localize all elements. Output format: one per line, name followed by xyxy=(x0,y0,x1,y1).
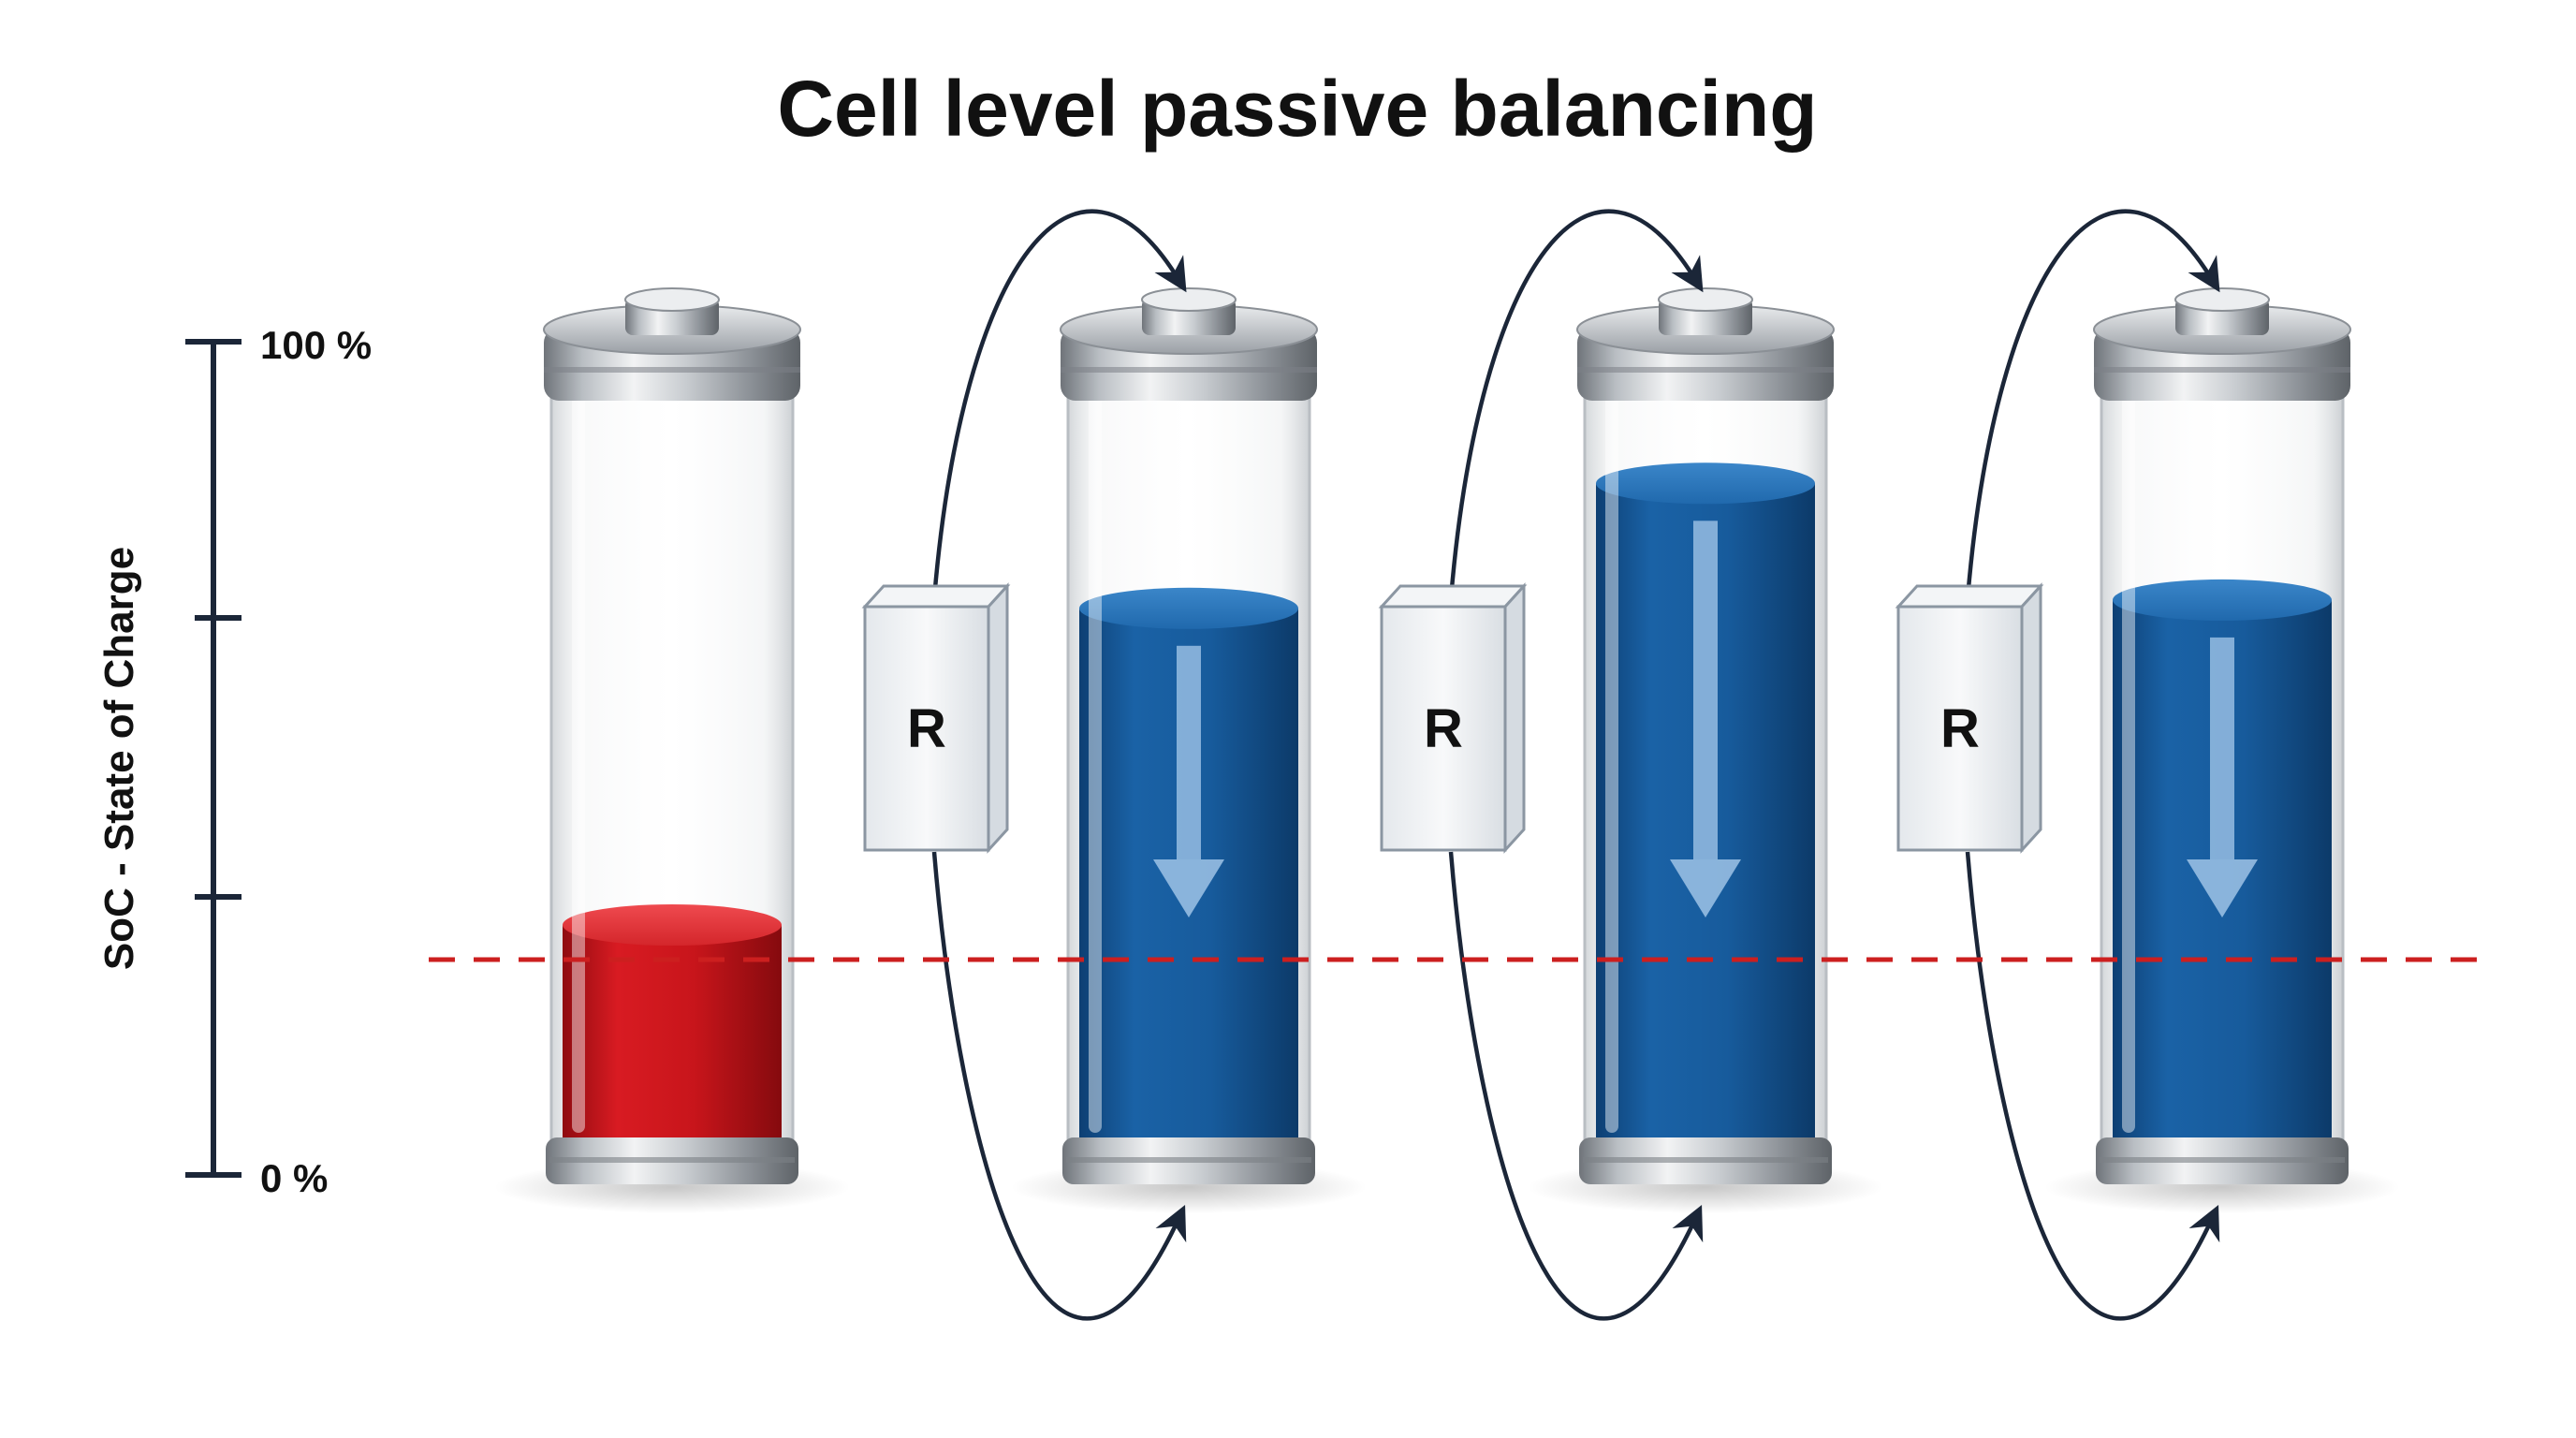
discharge-arrow-head xyxy=(2187,859,2258,917)
bottom-cap-groove xyxy=(1066,1157,1311,1163)
top-cap-groove xyxy=(1577,367,1834,373)
resistor-side-face xyxy=(987,582,1009,854)
resistor-body xyxy=(863,605,990,852)
charge-level-surface xyxy=(563,904,782,946)
battery-cell-4 xyxy=(2044,287,2400,1213)
terminal-top xyxy=(1658,287,1753,312)
battery-cell-2 xyxy=(1011,287,1367,1213)
bottom-cap-groove xyxy=(549,1157,795,1163)
battery-cell-3 xyxy=(1528,287,1883,1213)
top-cap-groove xyxy=(2094,367,2350,373)
charge-level-surface xyxy=(2113,579,2332,621)
bottom-cap-groove xyxy=(1583,1157,1828,1163)
resistor-label: R xyxy=(1424,698,1463,759)
resistor-body xyxy=(1380,605,1507,852)
resistor-circuit-2: R xyxy=(1378,209,1704,1321)
resistor-label: R xyxy=(907,698,946,759)
discharge-arrow-shaft xyxy=(2210,637,2234,859)
resistor-circuit-1: R xyxy=(861,209,1187,1321)
discharge-arrow-shaft xyxy=(1177,645,1201,859)
resistor-top-face xyxy=(861,584,1011,609)
current-loop-lower xyxy=(1448,851,1704,1321)
resistor-circuit-3: R xyxy=(1895,209,2220,1321)
resistor-label: R xyxy=(1940,698,1980,759)
charge-level-surface xyxy=(1079,587,1298,629)
current-loop-upper xyxy=(931,209,1187,600)
terminal-top xyxy=(1141,287,1237,312)
top-cap-groove xyxy=(1061,367,1317,373)
resistor-side-face xyxy=(2020,582,2042,854)
current-loop-upper xyxy=(1448,209,1704,600)
resistor-top-face xyxy=(1895,584,2044,609)
resistor-body xyxy=(1896,605,2024,852)
discharge-arrow-shaft xyxy=(1693,521,1718,859)
resistor-top-face xyxy=(1378,584,1528,609)
charge-level-surface xyxy=(1596,462,1815,505)
axis-max-label: 100 % xyxy=(260,323,372,367)
battery-cell-1 xyxy=(494,287,850,1213)
glass-highlight xyxy=(1089,393,1102,1133)
current-loop-lower xyxy=(931,851,1187,1321)
discharge-arrow-head xyxy=(1670,859,1741,917)
axis-min-label: 0 % xyxy=(260,1156,328,1200)
bottom-cap-groove xyxy=(2100,1157,2345,1163)
discharge-arrow-head xyxy=(1153,859,1224,917)
diagram-title: Cell level passive balancing xyxy=(777,65,1817,153)
soc-axis: 100 % 0 % SoC - State of Charge xyxy=(96,323,372,1200)
glass-highlight xyxy=(1605,393,1618,1133)
current-loop-upper xyxy=(1965,209,2220,600)
glass-highlight xyxy=(2122,393,2135,1133)
axis-title: SoC - State of Charge xyxy=(96,547,142,970)
terminal-top xyxy=(624,287,720,312)
terminal-top xyxy=(2174,287,2270,312)
glass-highlight xyxy=(572,393,585,1133)
top-cap-groove xyxy=(544,367,800,373)
resistor-side-face xyxy=(1503,582,1526,854)
current-loop-lower xyxy=(1965,851,2220,1321)
